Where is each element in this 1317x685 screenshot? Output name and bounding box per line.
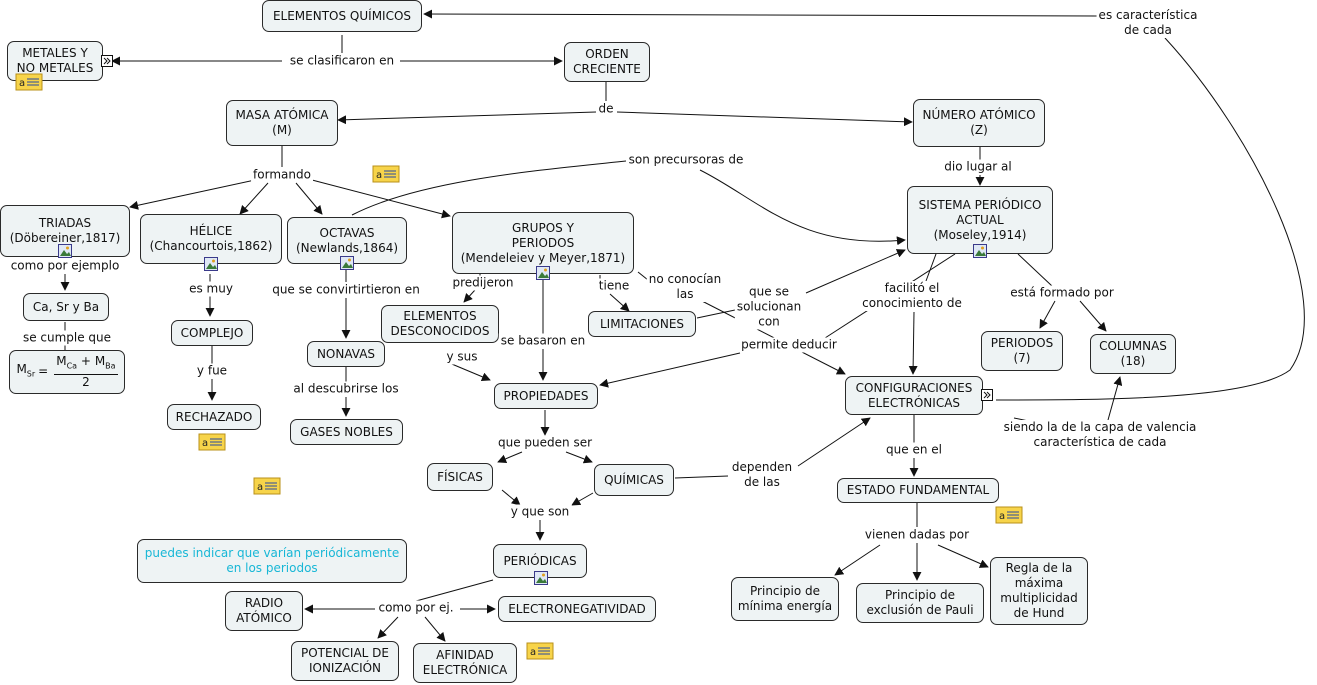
label-se-cumple: se cumple que — [20, 330, 114, 346]
label-dependen: dependen de las — [729, 460, 795, 490]
node-limitaciones[interactable]: LIMITACIONES — [588, 311, 696, 337]
label-es-muy: es muy — [187, 281, 235, 297]
label-de: de — [596, 101, 616, 117]
image-resource-icon[interactable] — [536, 266, 550, 280]
label-y-que-son: y que son — [508, 504, 572, 520]
label-dio-lugar: dio lugar al — [942, 159, 1014, 175]
svg-text:a: a — [257, 482, 263, 493]
label-permite-deducir: permite deducir — [739, 337, 839, 353]
node-nota-periodos[interactable]: puedes indicar que varían periódicamente… — [137, 539, 407, 583]
expand-icon[interactable] — [981, 389, 993, 401]
label-se-clasificaron: se clasificaron en — [287, 53, 397, 69]
formula-denominator: 2 — [82, 374, 90, 389]
label-y-fue: y fue — [194, 363, 230, 379]
node-rechazado[interactable]: RECHAZADO — [167, 404, 261, 430]
node-elementos-quimicos[interactable]: ELEMENTOS QUÍMICOS — [262, 0, 422, 32]
label-que-se-convirtieron: que se convirtirtieron en — [270, 282, 422, 298]
label-formando: formando — [251, 167, 313, 183]
label-que-en-el: que en el — [884, 442, 944, 458]
note-resource-icon[interactable]: a — [198, 433, 226, 451]
note-resource-icon[interactable]: a — [15, 73, 43, 91]
node-formula[interactable]: MSr = MCa + MBa 2 — [9, 350, 125, 394]
label-que-pueden-ser: que pueden ser — [495, 435, 595, 451]
label-como-por-ejemplo: como por ejemplo — [8, 258, 122, 274]
formula-msr: MSr = MCa + MBa 2 — [16, 354, 118, 389]
note-resource-icon[interactable]: a — [995, 506, 1023, 524]
label-que-se-solucionan: que se solucionan con — [734, 284, 804, 330]
formula-fraction: MCa + MBa 2 — [54, 354, 118, 389]
label-y-sus: y sus — [444, 349, 480, 365]
image-resource-icon[interactable] — [534, 571, 548, 585]
svg-text:a: a — [202, 438, 208, 449]
node-nonavas[interactable]: NONAVAS — [307, 341, 385, 367]
label-es-caracteristica: es característica de cada — [1096, 8, 1200, 38]
node-complejo[interactable]: COMPLEJO — [171, 320, 253, 346]
node-propiedades[interactable]: PROPIEDADES — [494, 383, 598, 409]
node-periodos[interactable]: PERIODOS (7) — [981, 331, 1063, 371]
svg-text:a: a — [530, 647, 536, 658]
node-potencial-ionizacion[interactable]: POTENCIAL DE IONIZACIÓN — [291, 641, 399, 681]
label-tiene: tiene — [596, 278, 632, 294]
node-helice[interactable]: HÉLICE (Chancourtois,1862) — [140, 214, 282, 264]
note-resource-icon[interactable]: a — [372, 165, 400, 183]
node-elementos-desconocidos[interactable]: ELEMENTOS DESCONOCIDOS — [381, 305, 499, 343]
label-no-conocian: no conocían las — [646, 272, 724, 302]
formula-lhs: MSr — [16, 362, 36, 379]
image-resource-icon[interactable] — [58, 244, 72, 258]
expand-icon[interactable] — [101, 55, 113, 67]
note-resource-icon[interactable]: a — [526, 642, 554, 660]
label-vienen-dadas: vienen dadas por — [862, 527, 972, 543]
node-exclusion-pauli[interactable]: Principio de exclusión de Pauli — [856, 583, 984, 623]
label-se-basaron: se basaron en — [498, 333, 588, 349]
node-sistema-periodico[interactable]: SISTEMA PERIÓDICO ACTUAL (Moseley,1914) — [907, 186, 1053, 254]
label-esta-formado: está formado por — [1008, 285, 1116, 301]
node-orden-creciente[interactable]: ORDEN CRECIENTE — [564, 42, 650, 82]
label-al-descubrirse: al descubrirse los — [291, 381, 401, 397]
node-ca-sr-ba[interactable]: Ca, Sr y Ba — [23, 293, 109, 321]
svg-text:a: a — [376, 170, 382, 181]
image-resource-icon[interactable] — [204, 257, 218, 271]
node-numero-atomico[interactable]: NÚMERO ATÓMICO (Z) — [913, 99, 1045, 147]
node-columnas[interactable]: COLUMNAS (18) — [1090, 334, 1176, 374]
node-regla-hund[interactable]: Regla de la máxima multiplicidad de Hund — [990, 557, 1088, 625]
label-son-precursoras: son precursoras de — [626, 152, 746, 168]
note-resource-icon[interactable]: a — [253, 477, 281, 495]
label-como-por-ej: como por ej. — [376, 600, 456, 616]
node-metales-no-metales[interactable]: METALES Y NO METALES — [7, 41, 103, 81]
node-electronegatividad[interactable]: ELECTRONEGATIVIDAD — [498, 596, 656, 622]
formula-numerator: MCa + MBa — [54, 354, 118, 375]
svg-text:a: a — [19, 78, 25, 89]
formula-equals: = — [38, 364, 49, 379]
label-facilito: facilitó el conocimiento de — [860, 281, 964, 311]
node-fisicas[interactable]: FÍSICAS — [427, 463, 493, 491]
node-afinidad-electronica[interactable]: AFINIDAD ELECTRÓNICA — [413, 643, 517, 683]
node-quimicas[interactable]: QUÍMICAS — [594, 464, 674, 496]
label-siendo-la: siendo la de la capa de valencia caracte… — [1001, 420, 1199, 450]
node-radio-atomico[interactable]: RADIO ATÓMICO — [225, 591, 303, 631]
image-resource-icon[interactable] — [973, 244, 987, 258]
node-masa-atomica[interactable]: MASA ATÓMICA (M) — [226, 100, 338, 146]
node-minima-energia[interactable]: Principio de mínima energía — [731, 577, 839, 621]
image-resource-icon[interactable] — [340, 256, 354, 270]
node-estado-fundamental[interactable]: ESTADO FUNDAMENTAL — [837, 478, 999, 503]
label-predijeron: predijeron — [450, 275, 516, 291]
node-grupos-periodos[interactable]: GRUPOS Y PERIODOS (Mendeleiev y Meyer,18… — [452, 212, 634, 274]
svg-text:a: a — [999, 511, 1005, 522]
node-octavas[interactable]: OCTAVAS (Newlands,1864) — [287, 217, 407, 264]
node-triadas[interactable]: TRIADAS (Döbereiner,1817) — [0, 205, 130, 257]
node-configuraciones[interactable]: CONFIGURACIONES ELECTRÓNICAS — [845, 376, 983, 415]
node-gases-nobles[interactable]: GASES NOBLES — [290, 419, 403, 445]
